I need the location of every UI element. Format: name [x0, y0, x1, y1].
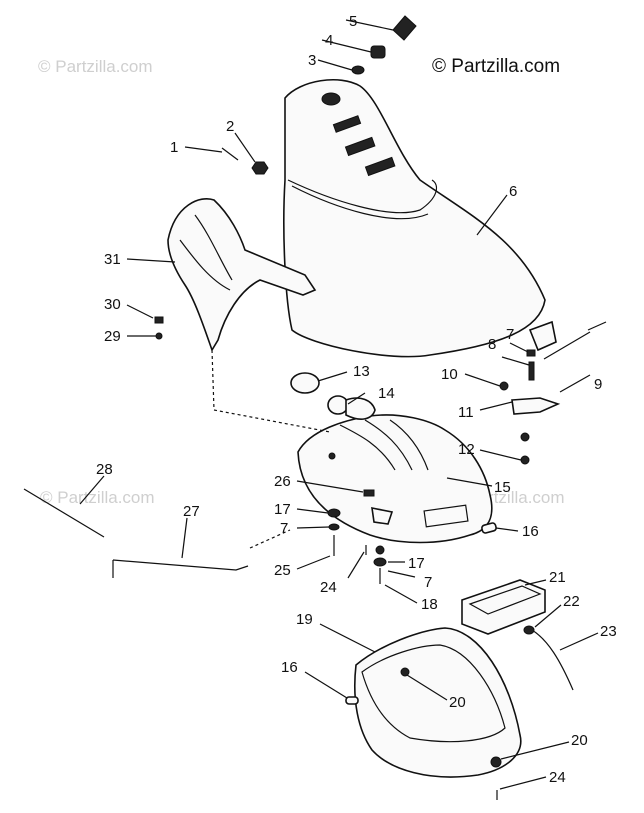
bolts-29-30 [154, 316, 164, 340]
callout-13: 13 [353, 363, 370, 380]
watermark-main: © Partzilla.com [432, 56, 560, 77]
callout-28: 28 [96, 461, 113, 478]
fuel-tank-part [297, 414, 493, 544]
callout-22: 22 [563, 593, 580, 610]
callout-19: 19 [296, 611, 313, 628]
callout-2: 2 [226, 118, 234, 135]
callout-6: 6 [509, 183, 517, 200]
callout-3: 3 [308, 52, 316, 69]
callout-9: 9 [594, 376, 602, 393]
filler-neck-13-14 [290, 372, 376, 420]
callout-12: 12 [458, 441, 475, 458]
callout-20-outer: 20 [571, 732, 588, 749]
leader-lines [79, 19, 599, 790]
callout-17-right: 17 [408, 555, 425, 572]
seat-part [283, 79, 546, 358]
callout-16-tray: 16 [281, 659, 298, 676]
callout-16-tank: 16 [522, 523, 539, 540]
callout-24-tank: 24 [320, 579, 337, 596]
callout-17-left: 17 [274, 501, 291, 518]
callout-10: 10 [441, 366, 458, 383]
callout-24-tray: 24 [549, 769, 566, 786]
screw-1-washer-2 [221, 147, 269, 175]
callout-11: 11 [458, 404, 474, 421]
callout-30: 30 [104, 296, 121, 313]
callout-18: 18 [421, 596, 438, 613]
callout-7-top: 7 [506, 326, 514, 343]
callout-8: 8 [488, 336, 496, 353]
callout-21: 21 [549, 569, 566, 586]
watermark-faint-left: © Partzilla.com [40, 488, 155, 507]
battery-tray-part [345, 627, 522, 800]
battery-21-cable-22-23 [461, 579, 574, 691]
callout-20-inner: 20 [449, 694, 466, 711]
bracket-hardware-right [499, 320, 607, 465]
watermark-faint-top: © Partzilla.com [38, 57, 153, 76]
callout-labels: 5 4 3 2 1 6 31 30 29 7 8 9 10 11 12 13 1… [96, 13, 617, 786]
callout-26: 26 [274, 473, 291, 490]
callout-25: 25 [274, 562, 291, 579]
callout-29: 29 [104, 328, 121, 345]
rod-27-28 [23, 488, 249, 578]
callout-14: 14 [378, 385, 395, 402]
callout-31: 31 [104, 251, 121, 268]
fender-bracket-part [167, 198, 317, 352]
callout-7-right: 7 [424, 574, 432, 591]
plug-16 [481, 522, 497, 534]
callout-1: 1 [170, 139, 178, 156]
callout-7-left: 7 [280, 520, 288, 537]
callout-23: 23 [600, 623, 617, 640]
callout-4: 4 [325, 32, 333, 49]
callout-5: 5 [349, 13, 357, 30]
callout-27: 27 [183, 503, 200, 520]
fuel-cap-parts [351, 15, 417, 75]
callout-15: 15 [494, 479, 511, 496]
